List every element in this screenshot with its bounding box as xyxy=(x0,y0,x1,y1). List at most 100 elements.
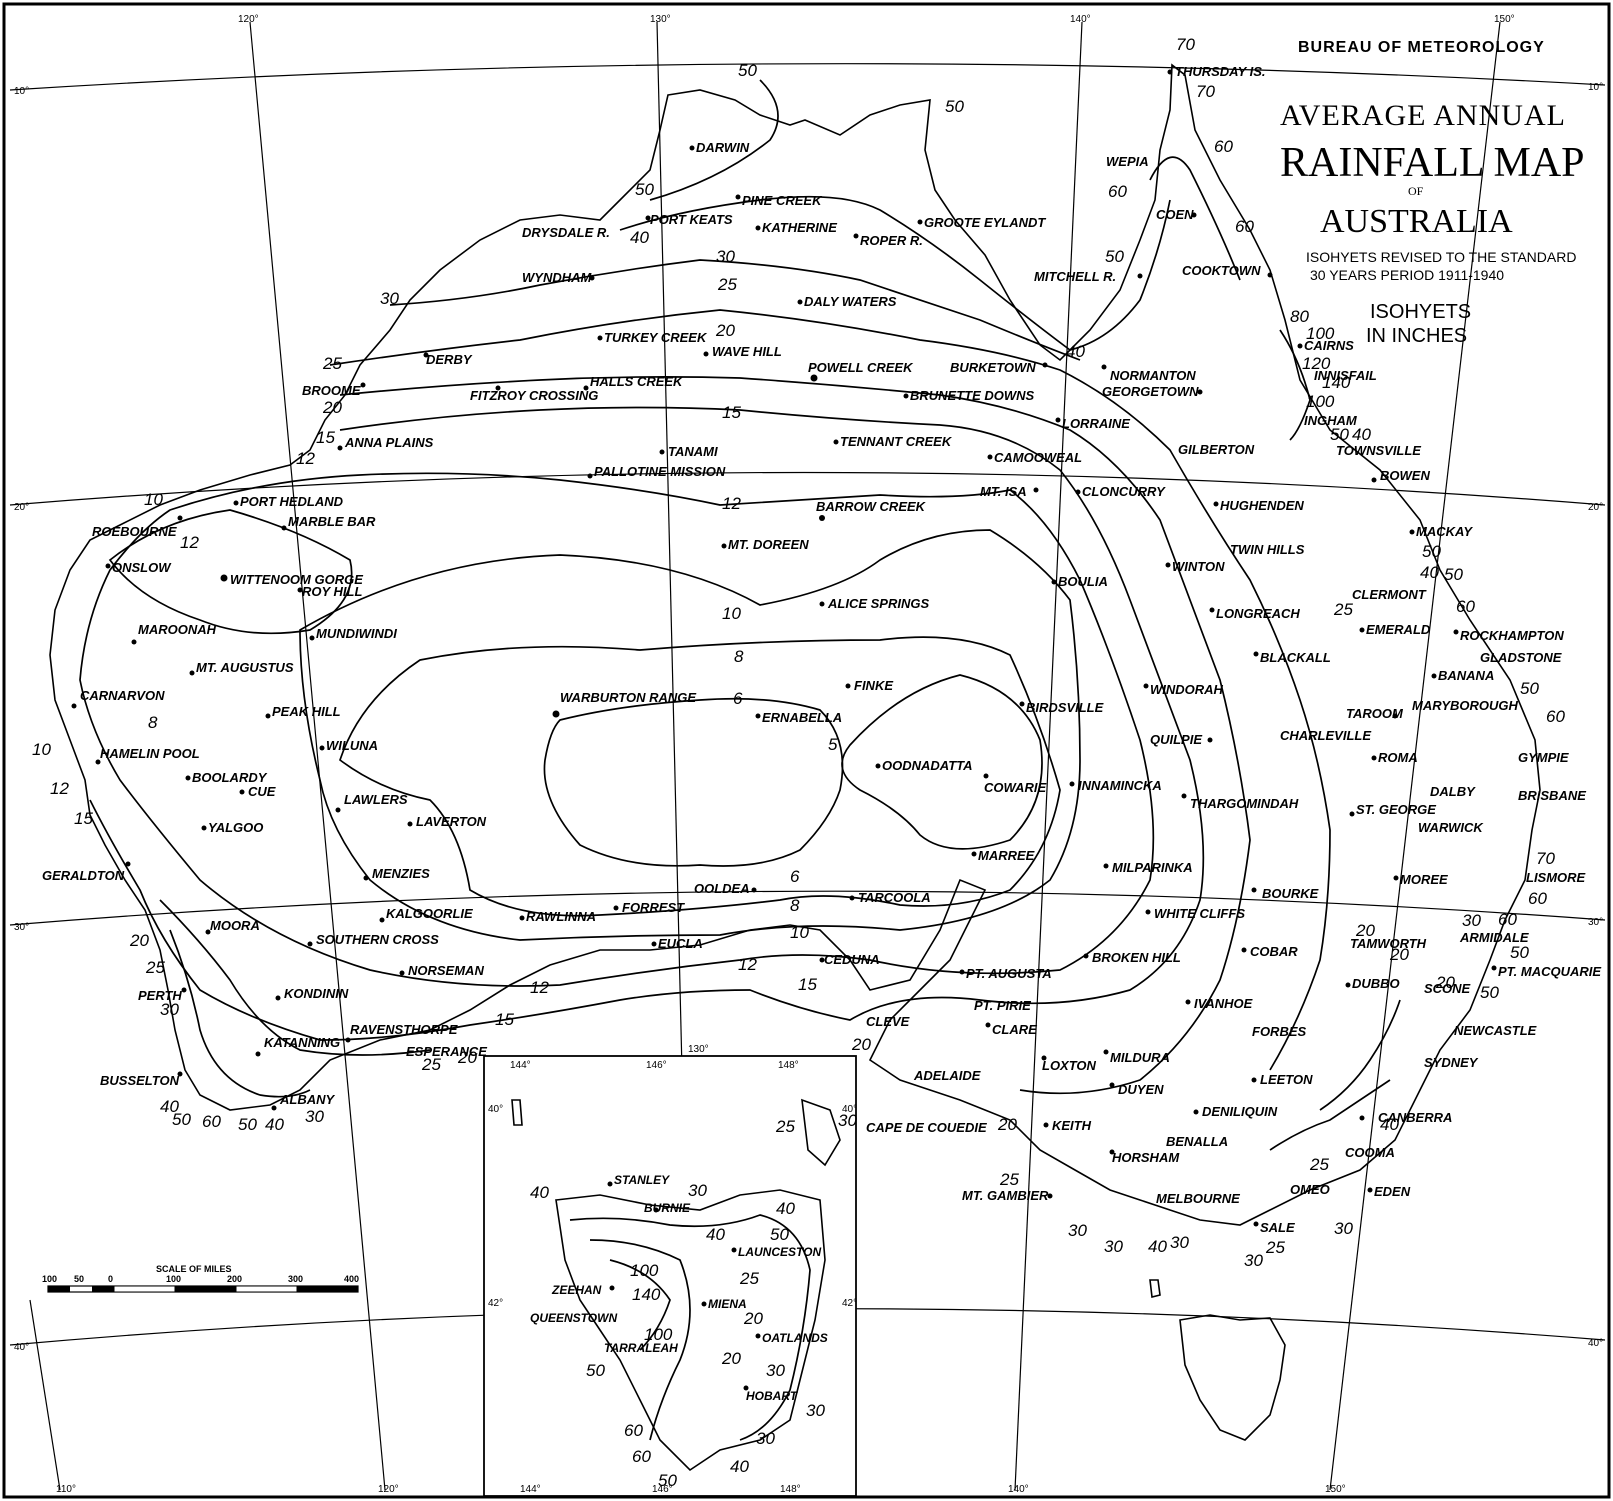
place-taroom: TAROOM xyxy=(1346,706,1404,721)
map-annotation: 50 xyxy=(658,1471,677,1490)
map-annotation: 148° xyxy=(780,1484,801,1495)
iso-label-20h: 20 xyxy=(997,1115,1017,1134)
iso-label-25c: 25 xyxy=(421,1055,441,1074)
iso-label-50e: 50 xyxy=(238,1115,257,1134)
isohyets xyxy=(79,79,1401,1151)
iso-label-25e: 25 xyxy=(1333,600,1353,619)
isohyet-15 xyxy=(89,406,1205,1041)
place-norseman: NORSEMAN xyxy=(408,963,484,978)
place-dot xyxy=(1359,1115,1365,1121)
place-moora: MOORA xyxy=(210,918,260,933)
place-alice-springs: ALICE SPRINGS xyxy=(827,596,929,611)
map-annotation: 100 xyxy=(630,1261,659,1280)
place-dot xyxy=(265,713,271,719)
iso-label-20e: 20 xyxy=(1435,973,1455,992)
iso-label-30d: 30 xyxy=(305,1107,324,1126)
iso-label-15d: 15 xyxy=(495,1010,514,1029)
place-pt-augusta: PT. AUGUSTA xyxy=(966,966,1052,981)
isohyet-30 xyxy=(389,259,1081,361)
place-katherine: KATHERINE xyxy=(762,220,837,235)
map-annotation: 40 xyxy=(776,1199,795,1218)
place-tarcoola: TARCOOLA xyxy=(858,890,931,905)
place-dot xyxy=(399,970,405,976)
place-dot xyxy=(131,639,137,645)
bureau-label: BUREAU OF METEOROLOGY xyxy=(1298,39,1545,56)
place-dot xyxy=(1109,1082,1115,1088)
place-dot xyxy=(423,352,429,358)
inset-place-oatlands: OATLANDS xyxy=(762,1331,828,1345)
place-quilpie: QUILPIE xyxy=(1150,732,1202,747)
place-roy-hill: ROY HILL xyxy=(302,584,362,599)
place-dot xyxy=(177,515,183,521)
place-st-george: ST. GEORGE xyxy=(1356,802,1436,817)
place-dot xyxy=(1167,69,1173,75)
australia-coastline xyxy=(49,63,1541,1226)
place-carnarvon: CARNARVON xyxy=(80,688,165,703)
lat-20-label: 20° xyxy=(14,502,29,513)
place-dot xyxy=(1207,737,1213,743)
place-forbes: FORBES xyxy=(1252,1024,1307,1039)
iso-label-10b: 10 xyxy=(722,604,741,623)
iso-label-60g: 60 xyxy=(1528,889,1547,908)
map-annotation: 148° xyxy=(778,1060,799,1071)
scale-bar: SCALE OF MILES 100 50 0 100 200 300 400 xyxy=(42,1264,359,1293)
iso-label-8c: 8 xyxy=(148,713,158,732)
place-dot xyxy=(345,1037,351,1043)
place-charleville: CHARLEVILLE xyxy=(1280,728,1371,743)
iso-label-8a: 8 xyxy=(734,647,744,666)
iso-label-15a: 15 xyxy=(316,428,335,447)
map-annotation: 30 xyxy=(766,1361,785,1380)
place-wyndham: WYNDHAM xyxy=(522,270,592,285)
iso-label-70c: 70 xyxy=(1536,849,1555,868)
isohyet-10-main xyxy=(299,529,1081,941)
place-ernabella: ERNABELLA xyxy=(762,710,842,725)
map-annotation: 60 xyxy=(632,1447,651,1466)
title-line1: AVERAGE ANNUAL xyxy=(1280,99,1566,132)
iso-label-30f: 30 xyxy=(1334,1219,1353,1238)
place-kalgoorlie: KALGOORLIE xyxy=(386,906,473,921)
inset-frame xyxy=(483,1055,857,1497)
place-halls-creek: HALLS CREEK xyxy=(590,374,684,389)
place-wepia: WEPIA xyxy=(1106,154,1149,169)
isohyet-6 xyxy=(543,697,844,867)
iso-label-40a: 40 xyxy=(160,1097,179,1116)
place-dot xyxy=(731,1247,737,1253)
place-sale: SALE xyxy=(1260,1220,1295,1235)
scale-tick-100a: 100 xyxy=(42,1274,57,1284)
scale-tick-0: 0 xyxy=(108,1274,113,1284)
iso-label-20b: 20 xyxy=(715,321,735,340)
place-dot xyxy=(1019,701,1025,707)
place-mildura: MILDURA xyxy=(1110,1050,1170,1065)
iso-label-60a: 60 xyxy=(202,1112,221,1131)
place-dot xyxy=(1213,501,1219,507)
place-dot xyxy=(589,275,595,281)
place-dot xyxy=(597,335,603,341)
place-dot xyxy=(743,1385,749,1391)
place-cairns: CAIRNS xyxy=(1304,338,1354,353)
iso-label-25f: 25 xyxy=(1309,1155,1329,1174)
place-dot xyxy=(407,821,413,827)
place-dot xyxy=(552,710,560,718)
isohyet-se-40 xyxy=(1319,999,1401,1111)
place-dot xyxy=(875,763,881,769)
map-annotation: 144° xyxy=(520,1484,541,1495)
place-lorraine: LORRAINE xyxy=(1062,416,1130,431)
iso-label-20i: 20 xyxy=(851,1035,871,1054)
iso-label-20a: 20 xyxy=(322,398,342,417)
place-mt-doreen: MT. DOREEN xyxy=(728,537,809,552)
place-dot xyxy=(307,941,313,947)
place-dot xyxy=(833,439,839,445)
place-dot xyxy=(1075,489,1081,495)
place-dot xyxy=(319,745,325,751)
iso-label-50h: 50 xyxy=(1422,542,1441,561)
iso-label-20c: 20 xyxy=(457,1048,477,1067)
place-gladstone: GLADSTONE xyxy=(1480,650,1562,665)
title-line3: OF xyxy=(1408,184,1424,198)
place-dot xyxy=(797,299,803,305)
map-annotation: 60 xyxy=(624,1421,643,1440)
place-dot xyxy=(233,500,239,506)
lon-110-line xyxy=(29,1299,61,1491)
iso-label-50i: 50 xyxy=(1444,565,1463,584)
iso-label-25a: 25 xyxy=(717,275,737,294)
